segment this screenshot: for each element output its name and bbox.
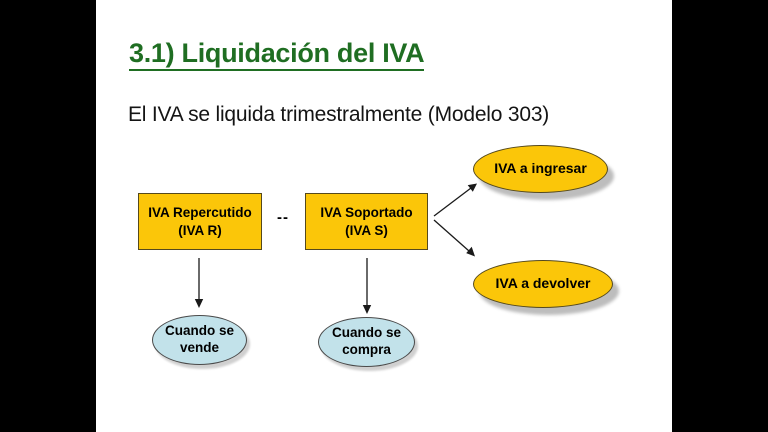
minus-operator: -- xyxy=(277,209,289,226)
arrow-soportado-to-compra xyxy=(362,258,372,314)
node-iva-repercutido-line2: (IVA R) xyxy=(178,222,222,238)
node-iva-a-devolver-label: IVA a devolver xyxy=(495,275,591,292)
node-iva-a-ingresar-label: IVA a ingresar xyxy=(494,160,587,177)
letterbox-right xyxy=(672,0,768,432)
node-cuando-se-vende-line2: vende xyxy=(179,340,220,355)
slide-title: 3.1) Liquidación del IVA xyxy=(129,39,425,72)
arrow-soportado-to-ingresar xyxy=(433,183,477,217)
node-cuando-se-compra: Cuando se compra xyxy=(318,317,415,367)
node-cuando-se-compra-line2: compra xyxy=(342,342,391,357)
node-iva-soportado-line2: (IVA S) xyxy=(345,222,388,238)
arrow-soportado-to-devolver xyxy=(433,219,475,257)
slide: 3.1) Liquidación del IVA El IVA se liqui… xyxy=(96,0,672,432)
arrow-repercutido-to-vende xyxy=(194,258,204,308)
node-iva-a-devolver: IVA a devolver xyxy=(473,260,613,308)
node-cuando-se-vende: Cuando se vende xyxy=(152,315,247,365)
node-cuando-se-compra-line1: Cuando se xyxy=(331,325,401,341)
node-iva-soportado-line1: IVA Soportado xyxy=(320,204,413,220)
node-cuando-se-vende-line1: Cuando se xyxy=(164,323,234,339)
node-iva-a-ingresar: IVA a ingresar xyxy=(473,145,608,193)
node-iva-repercutido-line1: IVA Repercutido xyxy=(148,204,252,220)
node-iva-repercutido: IVA Repercutido (IVA R) xyxy=(138,193,262,250)
slide-subtitle: El IVA se liquida trimestralmente (Model… xyxy=(128,103,550,126)
node-iva-soportado: IVA Soportado (IVA S) xyxy=(305,193,428,250)
letterbox-left xyxy=(0,0,96,432)
